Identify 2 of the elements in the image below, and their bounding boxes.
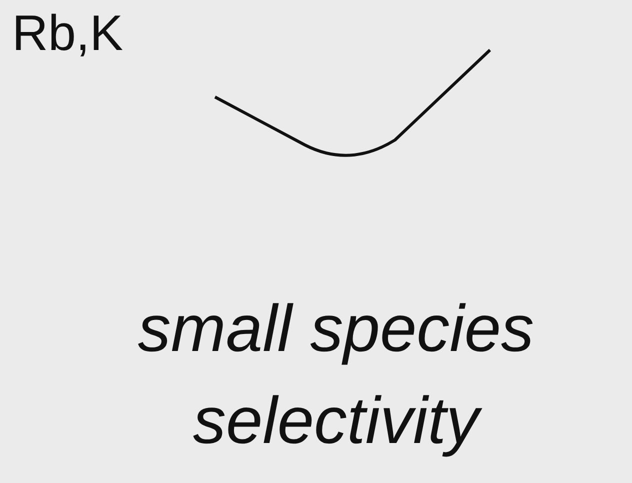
element-label: Rb,K	[12, 4, 124, 62]
caption-text: small species selectivity	[136, 290, 536, 459]
